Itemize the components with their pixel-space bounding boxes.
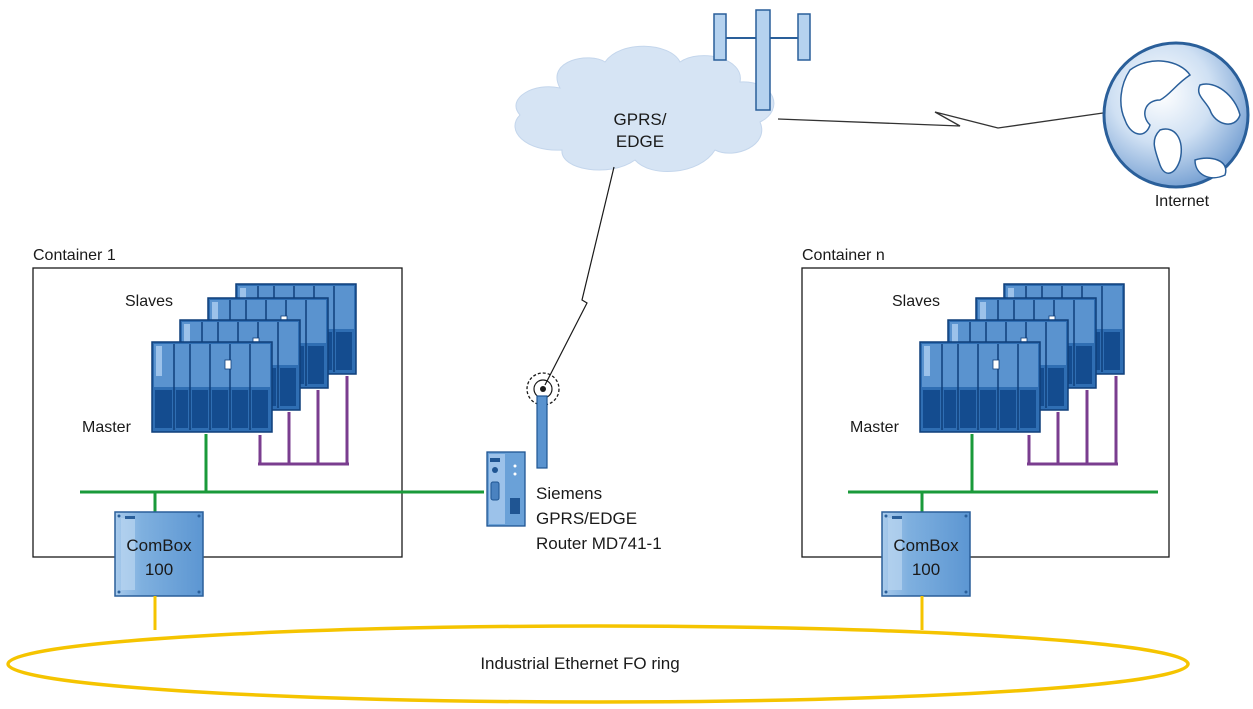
fo-ring-label: Industrial Ethernet FO ring <box>480 654 679 673</box>
antenna-signal-icon <box>526 372 560 406</box>
master-label: Master <box>82 419 132 436</box>
master-rack <box>919 341 1041 433</box>
router-label-line3: Router MD741-1 <box>536 534 662 553</box>
container-1-title: Container 1 <box>33 247 116 264</box>
gprs-router-md741: Siemens GPRS/EDGE Router MD741-1 <box>486 166 662 553</box>
combox-100-left: ComBox 100 <box>114 511 204 597</box>
router-label-line2: GPRS/EDGE <box>536 509 637 528</box>
radio-link <box>544 166 615 386</box>
gprs-edge-cloud: GPRS/ EDGE <box>514 45 775 172</box>
master-rack <box>151 341 273 433</box>
wireless-link-internet <box>777 111 1111 129</box>
combox-right-line1: ComBox <box>893 536 959 555</box>
slaves-label: Slaves <box>125 293 173 310</box>
antenna-icon <box>536 395 548 469</box>
industrial-ethernet-fo-ring: Industrial Ethernet FO ring <box>6 596 1190 704</box>
internet-globe-icon: Internet <box>1102 41 1250 210</box>
ethernet-bus-right <box>848 434 1158 512</box>
container-n: Container n Slaves Master ComBox 100 <box>801 247 1170 597</box>
internet-label: Internet <box>1155 193 1210 210</box>
profibus-lines <box>258 376 349 466</box>
cell-tower-icon <box>713 9 811 111</box>
profibus-lines <box>1027 376 1118 466</box>
master-label: Master <box>850 419 900 436</box>
container-n-title: Container n <box>802 247 885 264</box>
combox-right-line2: 100 <box>912 560 940 579</box>
ethernet-bus-left <box>80 434 484 512</box>
router-label-line1: Siemens <box>536 484 602 503</box>
container-1: Container 1 Slaves Master ComBox 100 <box>32 247 484 597</box>
cloud-label-line2: EDGE <box>616 132 664 151</box>
combox-left-line2: 100 <box>145 560 173 579</box>
slaves-label: Slaves <box>892 293 940 310</box>
cloud-label-line1: GPRS/ <box>614 110 667 129</box>
combox-left-line1: ComBox <box>126 536 192 555</box>
combox-100-right: ComBox 100 <box>881 511 971 597</box>
